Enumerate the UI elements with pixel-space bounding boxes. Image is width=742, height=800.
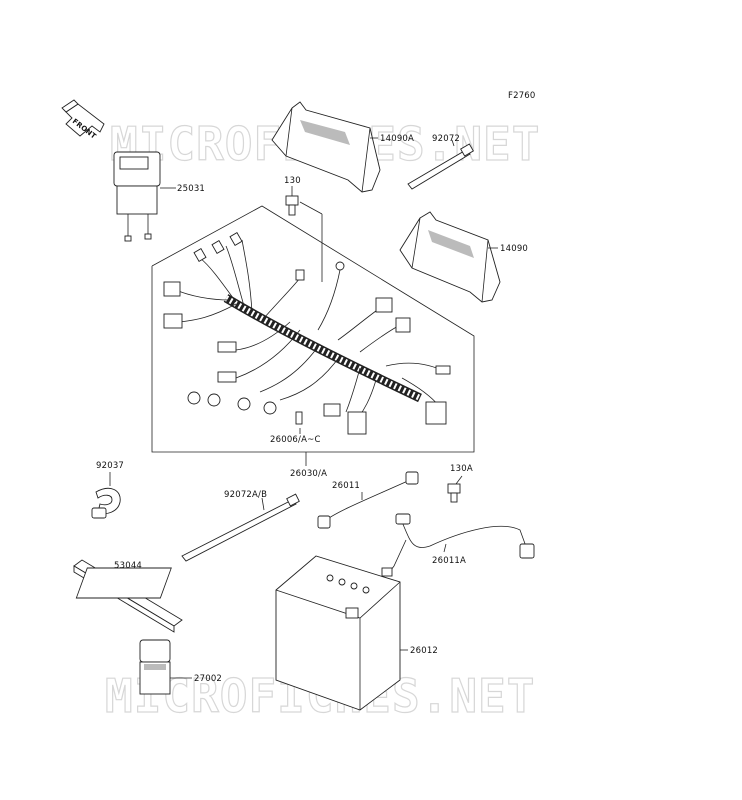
front-arrow-icon: FRONT — [61, 99, 105, 141]
label-band-long: 92072A/B — [224, 490, 267, 500]
label-band-top: 92072 — [432, 134, 460, 144]
label-fuse: 26006/A~C — [270, 435, 321, 445]
label-relay: 27002 — [194, 674, 222, 684]
label-cover-upper: 14090A — [380, 134, 414, 144]
label-battery: 26012 — [410, 646, 438, 656]
label-bolt-battery: 130A — [450, 464, 473, 474]
label-clamp: 92037 — [96, 461, 124, 471]
bolt-top-part — [285, 186, 323, 282]
label-cable-negative: 26011 — [332, 481, 360, 491]
label-hour-meter: 25031 — [177, 184, 205, 194]
bolt-battery-part — [447, 475, 463, 503]
hour-meter-part — [113, 151, 176, 242]
main-harness-part — [151, 205, 475, 453]
label-cover-lower: 14090 — [500, 244, 528, 254]
cover-lower-part — [399, 211, 501, 303]
clamp-part — [91, 472, 121, 519]
label-cable-positive: 26011A — [432, 556, 466, 566]
relay-part — [139, 639, 192, 695]
label-bolt-top: 130 — [284, 176, 301, 186]
band-top-part — [407, 139, 474, 190]
band-long-part — [181, 493, 300, 562]
figure-code: F2760 — [508, 91, 536, 101]
label-tube: 53044 — [114, 561, 142, 571]
cable-positive-part — [381, 513, 535, 577]
label-main-harness: 26030/A — [290, 469, 327, 479]
battery-part — [75, 555, 408, 711]
cable-negative-part — [317, 471, 419, 529]
cover-upper-part — [271, 101, 381, 193]
